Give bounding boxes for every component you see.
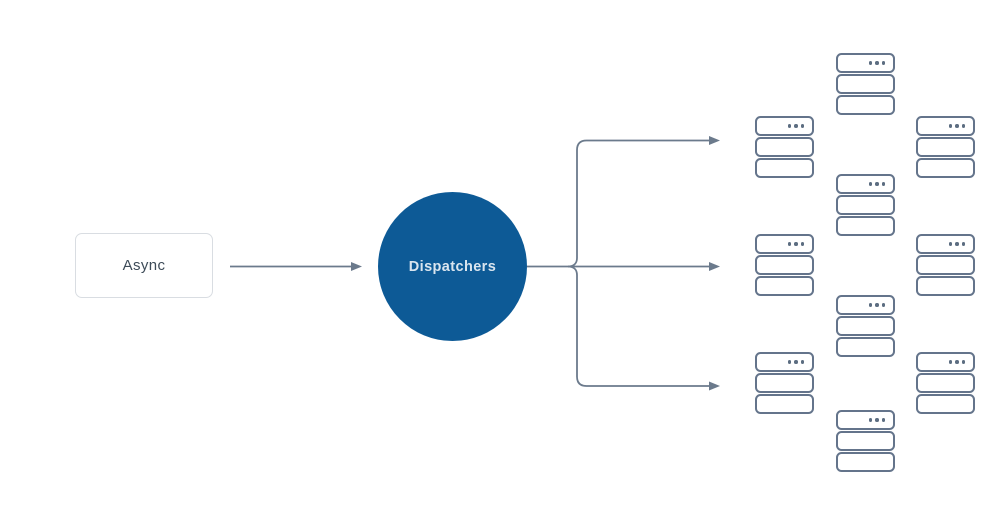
server-dot: [881, 61, 885, 65]
server-segment: [916, 116, 975, 136]
server-stack-icon: [916, 234, 975, 296]
server-dot: [955, 360, 959, 364]
server-stack-icon: [755, 116, 814, 178]
server-segment: [916, 234, 975, 254]
server-dot: [955, 124, 959, 128]
server-dot: [875, 182, 879, 186]
server-segment: [916, 276, 975, 296]
server-dot: [868, 182, 872, 186]
server-segment: [836, 337, 895, 357]
server-dot: [800, 124, 804, 128]
server-segment: [755, 158, 814, 178]
dispatchers-node-label: Dispatchers: [408, 258, 497, 275]
server-segment: [836, 95, 895, 115]
server-dot: [875, 418, 879, 422]
server-dot: [787, 242, 791, 246]
server-dot: [955, 242, 959, 246]
server-dot: [961, 242, 965, 246]
server-dot: [800, 360, 804, 364]
async-node: Async: [75, 233, 213, 298]
server-dot: [794, 242, 798, 246]
server-stack-icon: [836, 174, 895, 236]
server-segment: [836, 74, 895, 94]
server-dot: [875, 303, 879, 307]
server-segment: [836, 53, 895, 73]
server-segment: [836, 195, 895, 215]
server-dot: [868, 418, 872, 422]
server-dot: [875, 61, 879, 65]
server-dot: [948, 360, 952, 364]
server-segment: [836, 216, 895, 236]
server-dot: [868, 303, 872, 307]
server-dot: [800, 242, 804, 246]
server-segment: [755, 234, 814, 254]
arrowhead-icon: [351, 262, 362, 271]
server-dot: [794, 124, 798, 128]
server-dot: [961, 124, 965, 128]
arrowhead-icon: [709, 262, 720, 271]
server-dot: [881, 182, 885, 186]
arrowhead-icon: [709, 136, 720, 145]
server-segment: [755, 276, 814, 296]
server-dot: [961, 360, 965, 364]
server-dot: [948, 242, 952, 246]
server-segment: [916, 255, 975, 275]
async-node-label: Async: [122, 257, 166, 274]
server-segment: [755, 116, 814, 136]
server-dot: [794, 360, 798, 364]
server-dot: [881, 303, 885, 307]
server-dot: [868, 61, 872, 65]
server-segment: [836, 452, 895, 472]
server-stack-icon: [755, 352, 814, 414]
server-segment: [755, 255, 814, 275]
server-segment: [755, 352, 814, 372]
server-segment: [916, 352, 975, 372]
server-stack-icon: [836, 410, 895, 472]
dispatchers-node: Dispatchers: [378, 192, 527, 341]
server-stack-icon: [836, 53, 895, 115]
server-segment: [916, 137, 975, 157]
arrowhead-icon: [709, 381, 720, 391]
server-segment: [916, 394, 975, 414]
server-segment: [916, 373, 975, 393]
server-dot: [948, 124, 952, 128]
server-segment: [916, 158, 975, 178]
fanout-bottom-arrow: [567, 265, 720, 391]
server-dot: [881, 418, 885, 422]
server-segment: [836, 410, 895, 430]
server-segment: [836, 174, 895, 194]
server-stack-icon: [836, 295, 895, 357]
fanout-top-arrow: [567, 136, 720, 268]
server-segment: [836, 295, 895, 315]
server-stack-icon: [916, 352, 975, 414]
server-segment: [836, 316, 895, 336]
server-segment: [755, 394, 814, 414]
arrow-async-to-dispatchers: [230, 262, 362, 271]
server-stack-icon: [755, 234, 814, 296]
server-segment: [836, 431, 895, 451]
fanout-middle-arrow: [568, 262, 720, 271]
server-dot: [787, 360, 791, 364]
server-dot: [787, 124, 791, 128]
server-stack-icon: [916, 116, 975, 178]
server-segment: [755, 137, 814, 157]
server-segment: [755, 373, 814, 393]
